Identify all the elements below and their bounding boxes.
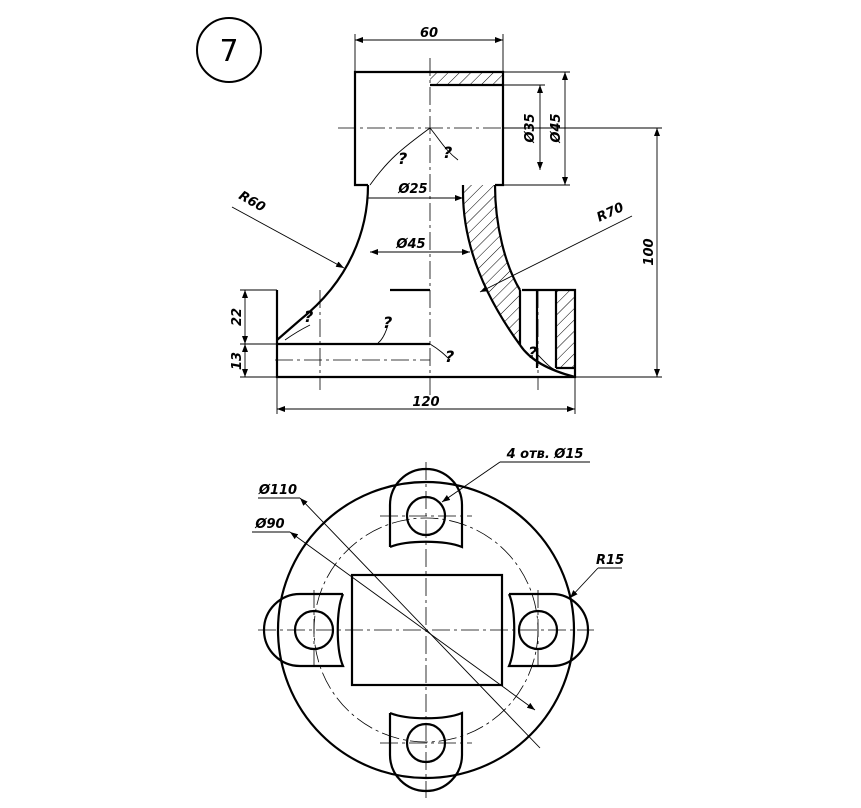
dim-outer: Ø45 [549,113,564,143]
front-dimension-lines [231,34,662,414]
dim-holes: 4 отв. Ø15 [506,447,584,462]
dim-r15: R15 [596,553,624,568]
front-view: 60 Ø35 Ø45 Ø25 Ø45 R60 R70 100 22 13 120… [230,26,662,414]
hatch-flange [556,290,574,368]
figure-number: 7 [219,34,238,69]
hatch-top [430,72,503,85]
top-view: 4 отв. Ø15 Ø110 Ø90 R15 [252,447,624,798]
dim-height: 100 [642,238,657,265]
dim-top-width: 60 [420,26,438,41]
dim-mid: Ø45 [395,237,425,252]
hatch-body [463,185,520,345]
top-dimension-lines [252,461,622,749]
dim-bore: Ø35 [523,113,538,143]
question-mark: ? [528,343,537,362]
top-centerlines [258,462,594,798]
question-mark: ? [304,307,313,326]
dim-r-right: R70 [595,200,627,225]
figure-number-badge: 7 [196,17,262,83]
dim-d110: Ø110 [258,483,297,498]
dim-d90: Ø90 [254,517,284,532]
question-mark: ? [398,149,407,168]
dim-flange-h: 13 [230,352,245,370]
front-outline [275,70,577,379]
question-mark: ? [443,143,452,162]
front-centerlines [275,58,539,395]
dim-neck: Ø25 [397,182,427,197]
question-mark: ? [445,347,454,366]
question-mark: ? [383,313,392,332]
dim-width: 120 [412,395,439,410]
dim-base-h: 22 [230,308,245,326]
